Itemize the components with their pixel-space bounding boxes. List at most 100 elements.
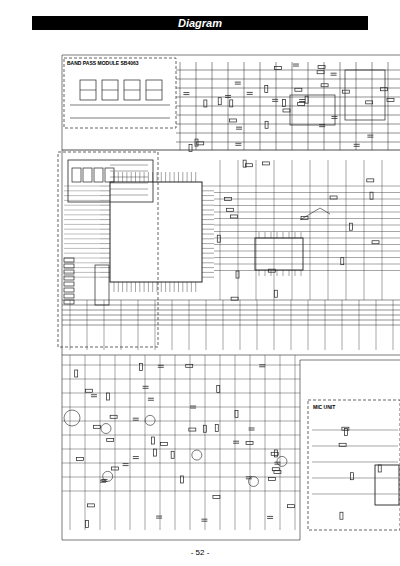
wire [312, 446, 398, 447]
wire [122, 172, 123, 182]
component-outline [288, 505, 295, 508]
component-outline [186, 364, 193, 367]
wire [100, 200, 110, 201]
wire [265, 232, 266, 238]
wire [110, 183, 148, 184]
wire [274, 160, 275, 300]
wire [289, 232, 290, 238]
wire [367, 137, 373, 138]
wire [356, 62, 357, 150]
component-outline [370, 192, 373, 199]
wire [295, 270, 296, 276]
wire [165, 282, 166, 292]
wire [236, 127, 242, 128]
component-outline [204, 100, 207, 107]
component-outline [375, 465, 399, 505]
wire [195, 172, 196, 182]
wire [240, 300, 241, 350]
wire [235, 143, 241, 144]
wire [64, 234, 100, 235]
wire [91, 396, 97, 397]
wire [100, 205, 110, 206]
component-outline [75, 370, 78, 377]
component-outline [83, 168, 92, 182]
component-outline [227, 208, 234, 211]
wire [235, 82, 241, 83]
wire [202, 219, 214, 220]
wire [131, 282, 132, 292]
wire [123, 463, 129, 464]
wire [324, 62, 325, 150]
wire [110, 195, 148, 196]
wire [138, 300, 139, 350]
component-outline [344, 429, 347, 436]
wire [110, 189, 148, 190]
wire [190, 408, 196, 409]
component-outline [283, 99, 286, 106]
wire [64, 243, 100, 244]
wire [233, 441, 239, 442]
wire [176, 88, 400, 89]
component-outline [105, 168, 114, 182]
wire [148, 172, 149, 182]
component-outline [290, 95, 335, 125]
component-outline [243, 160, 246, 167]
wire [235, 145, 241, 146]
component-outline [295, 88, 302, 91]
wire [118, 172, 119, 182]
wire [100, 224, 110, 225]
wire [301, 270, 302, 276]
wire [283, 270, 284, 276]
wire [312, 462, 398, 463]
wire [301, 232, 302, 238]
wire [178, 282, 179, 292]
wire [247, 94, 253, 95]
component-outline [366, 101, 373, 104]
wire [233, 443, 239, 444]
component-outline [283, 109, 290, 112]
component-outline [350, 473, 353, 480]
component-outline [171, 451, 174, 458]
wire [325, 300, 326, 350]
wire [205, 355, 206, 530]
wire [133, 458, 139, 459]
component-outline [85, 389, 92, 392]
wire [64, 248, 100, 249]
wire [291, 300, 292, 350]
component-outline [246, 441, 253, 444]
wire [283, 232, 284, 238]
wire [228, 62, 229, 150]
wire [196, 62, 197, 150]
wire [100, 229, 110, 230]
component-outline [64, 300, 74, 304]
wire [70, 300, 71, 350]
component-outline [235, 410, 238, 417]
wire [161, 172, 162, 182]
wire [176, 97, 400, 98]
wire [148, 400, 154, 401]
wire [214, 218, 400, 219]
wire [64, 200, 100, 201]
wire [100, 210, 110, 211]
component-outline [146, 80, 162, 100]
wire [169, 172, 170, 182]
wire [292, 62, 293, 150]
wire [100, 272, 110, 273]
wire [214, 264, 400, 265]
wire [235, 84, 241, 85]
component-outline [217, 235, 220, 242]
page-title: Diagram [32, 16, 368, 30]
wire [259, 364, 265, 365]
wire [331, 116, 337, 117]
component-outline [189, 145, 192, 152]
wire [220, 160, 221, 300]
wire [187, 282, 188, 292]
wire [238, 160, 239, 300]
wire [212, 62, 213, 150]
wire [276, 62, 277, 150]
wire [123, 465, 129, 466]
wire [126, 172, 127, 182]
component-outline [340, 512, 343, 519]
wire [244, 62, 245, 150]
